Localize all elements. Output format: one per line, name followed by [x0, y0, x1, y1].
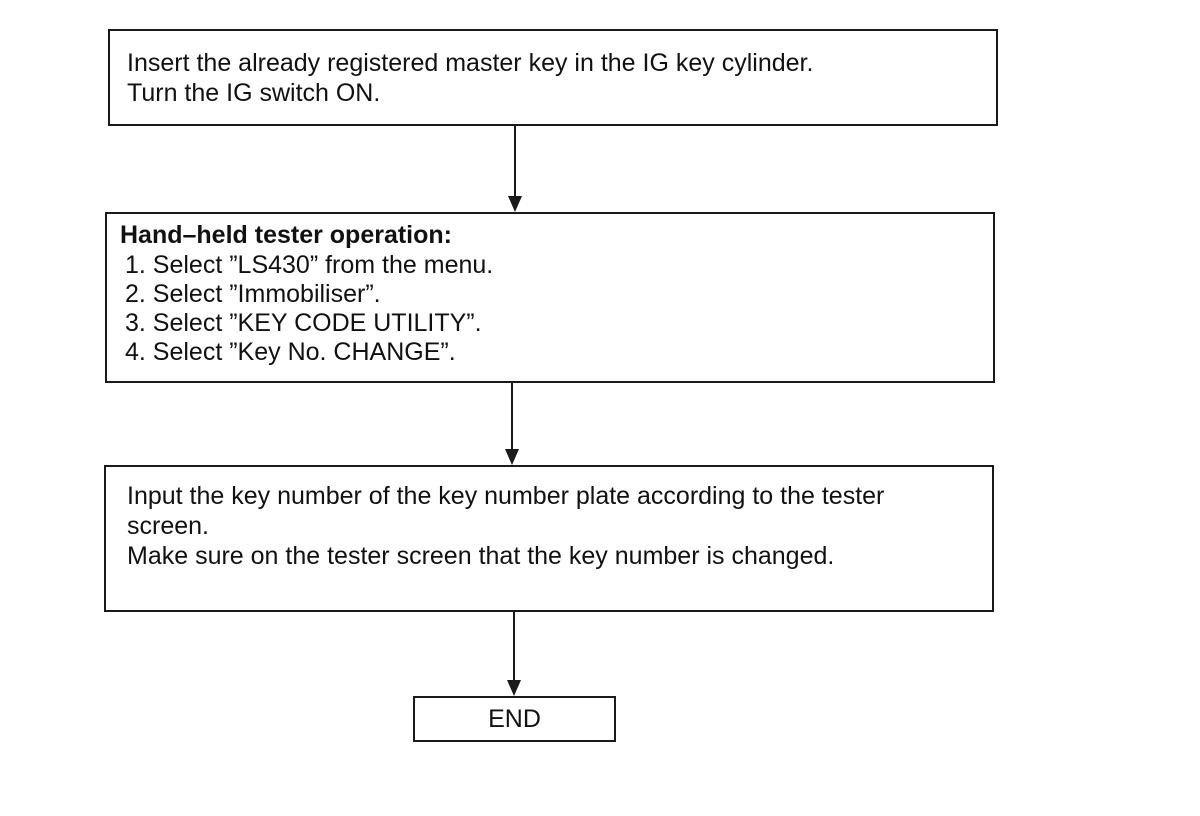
arrow-2: [505, 383, 519, 465]
step-box-input-key-number: Input the key number of the key number p…: [104, 465, 994, 612]
step1-line-2: Turn the IG switch ON.: [127, 79, 381, 107]
arrow-3: [507, 612, 521, 696]
end-box: END: [413, 696, 616, 742]
step-box-insert-key: Insert the already registered master key…: [108, 29, 998, 126]
step-box-tester-operation: Hand–held tester operation: 1. Select ”L…: [105, 212, 995, 383]
tester-step-4: 4. Select ”Key No. CHANGE”.: [125, 338, 456, 366]
tester-step-1: 1. Select ”LS430” from the menu.: [125, 251, 494, 279]
arrow-1: [508, 126, 522, 212]
step3-line-3: Make sure on the tester screen that the …: [127, 542, 835, 570]
step3-line-1: Input the key number of the key number p…: [127, 482, 885, 510]
step1-line-1: Insert the already registered master key…: [127, 49, 814, 77]
end-label: END: [488, 705, 541, 733]
step3-line-2: screen.: [127, 512, 209, 540]
tester-step-2: 2. Select ”Immobiliser”.: [125, 280, 381, 308]
tester-step-3: 3. Select ”KEY CODE UTILITY”.: [125, 309, 482, 337]
tester-operation-heading: Hand–held tester operation:: [120, 221, 452, 249]
